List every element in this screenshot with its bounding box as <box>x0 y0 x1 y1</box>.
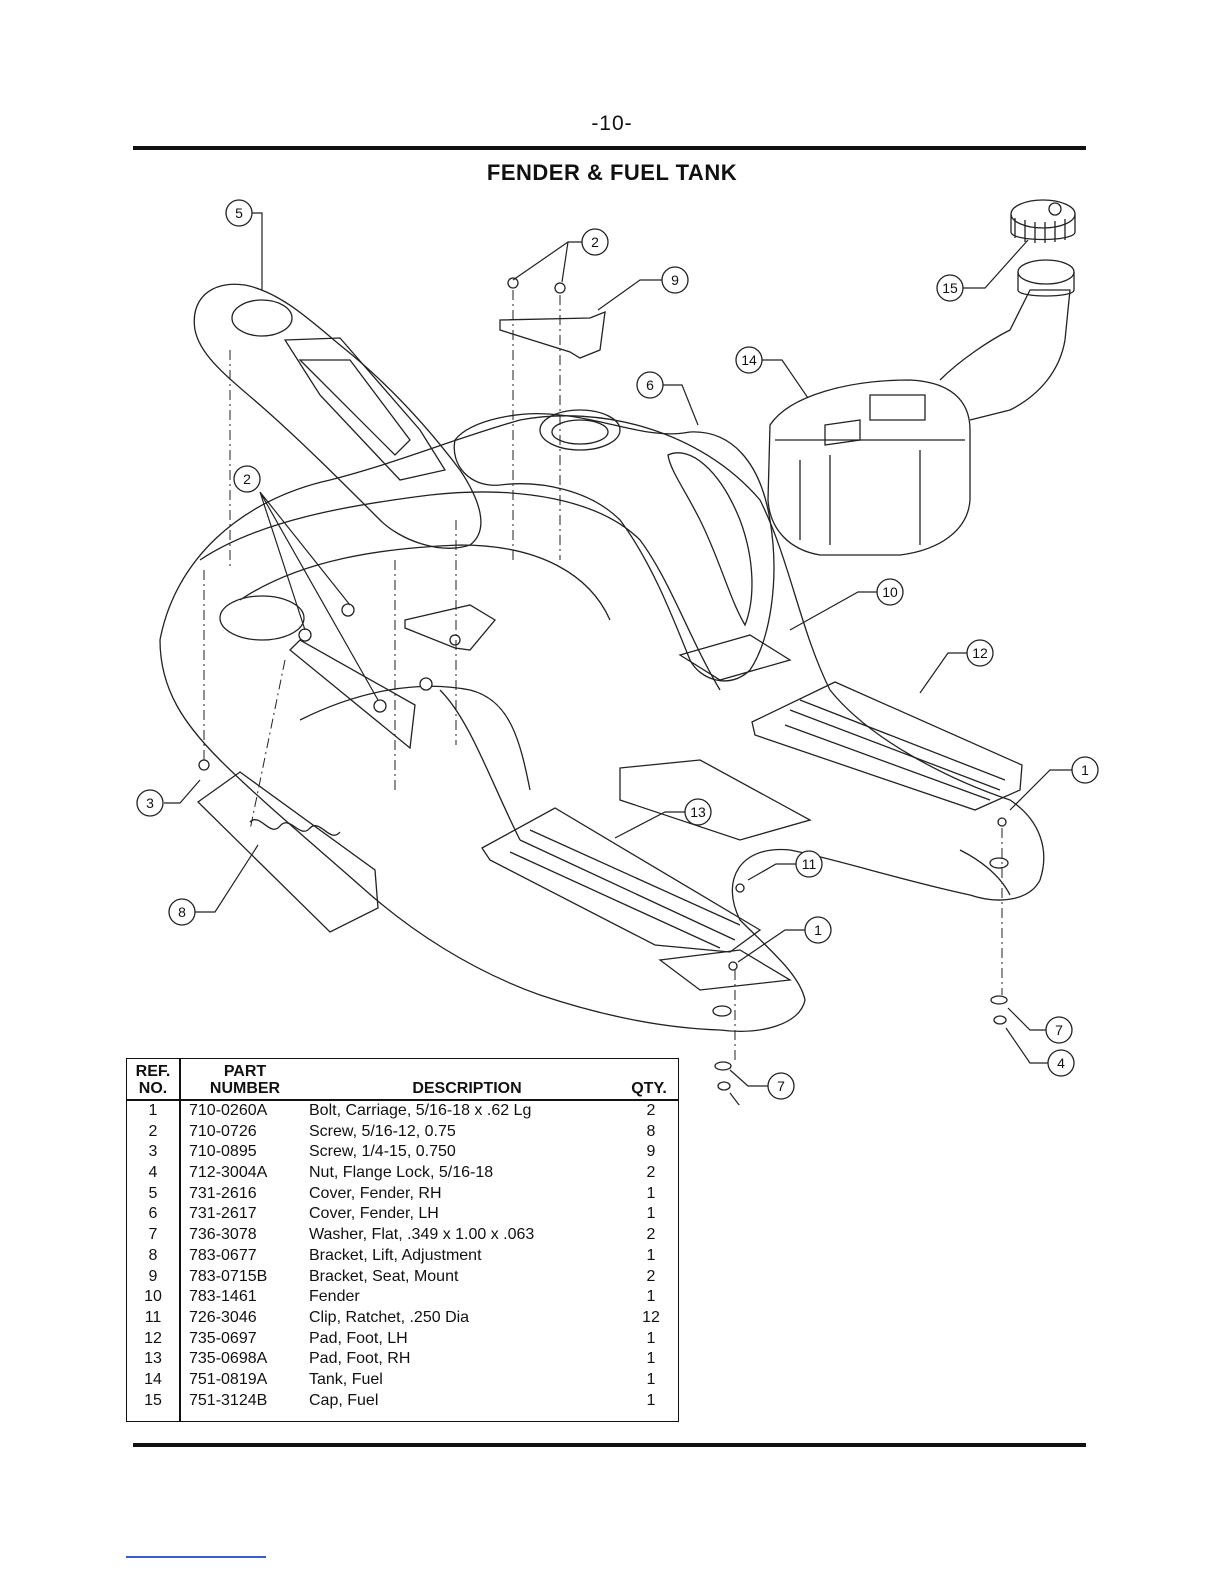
header-part-number: PART NUMBER <box>209 1063 281 1097</box>
callout-7: 7 <box>777 1078 785 1094</box>
callout-1: 1 <box>814 922 822 938</box>
header-ref-no: REF. NO. <box>135 1063 171 1097</box>
footer-link-underline[interactable] <box>126 1556 266 1558</box>
footer-rule <box>133 1443 1086 1447</box>
callout-2: 2 <box>591 234 599 250</box>
foot-pad-lh <box>751 681 1023 811</box>
foot-pad-rh <box>481 807 762 953</box>
callout-1: 1 <box>1081 762 1089 778</box>
header-qty: QTY. <box>631 1080 667 1097</box>
fender-body <box>159 415 1045 1032</box>
header-rule <box>133 146 1086 150</box>
adjustment-plate <box>289 639 416 750</box>
column-divider <box>179 1059 181 1421</box>
hardware <box>198 277 1009 1091</box>
callout-15: 15 <box>942 280 958 296</box>
alignment-lines <box>203 290 1003 1060</box>
callout-labels: 5 2 9 15 14 6 2 10 12 1 3 8 13 11 1 7 4 … <box>146 205 1089 1094</box>
callout-5: 5 <box>235 205 243 221</box>
fuel-tank <box>767 289 1071 556</box>
section-title: FENDER & FUEL TANK <box>486 160 738 185</box>
callout-4: 4 <box>1057 1055 1065 1071</box>
header-description: DESCRIPTION <box>412 1080 522 1097</box>
callout-8: 8 <box>178 904 186 920</box>
callout-bubbles <box>136 199 1099 1100</box>
fender-cover-rh <box>193 283 482 549</box>
callout-11: 11 <box>802 856 817 872</box>
header-rule <box>127 1099 678 1101</box>
callout-2: 2 <box>243 471 251 487</box>
callout-leaders <box>164 212 1072 1105</box>
lift-adjustment-bracket <box>196 771 379 933</box>
callout-13: 13 <box>690 804 706 820</box>
callout-12: 12 <box>972 645 988 661</box>
callout-14: 14 <box>741 352 757 368</box>
fender-cover-lh <box>453 409 775 682</box>
fuel-cap <box>1010 199 1076 297</box>
callout-9: 9 <box>671 272 679 288</box>
callout-10: 10 <box>882 584 898 600</box>
callout-6: 6 <box>646 377 654 393</box>
seat-mount-bracket <box>404 310 606 651</box>
page-number: -10- <box>591 112 633 135</box>
callout-7: 7 <box>1055 1022 1063 1038</box>
callout-3: 3 <box>146 795 154 811</box>
exploded-parts-diagram: 5 2 9 15 14 6 2 10 12 1 3 8 13 11 1 7 4 … <box>136 199 1099 1105</box>
